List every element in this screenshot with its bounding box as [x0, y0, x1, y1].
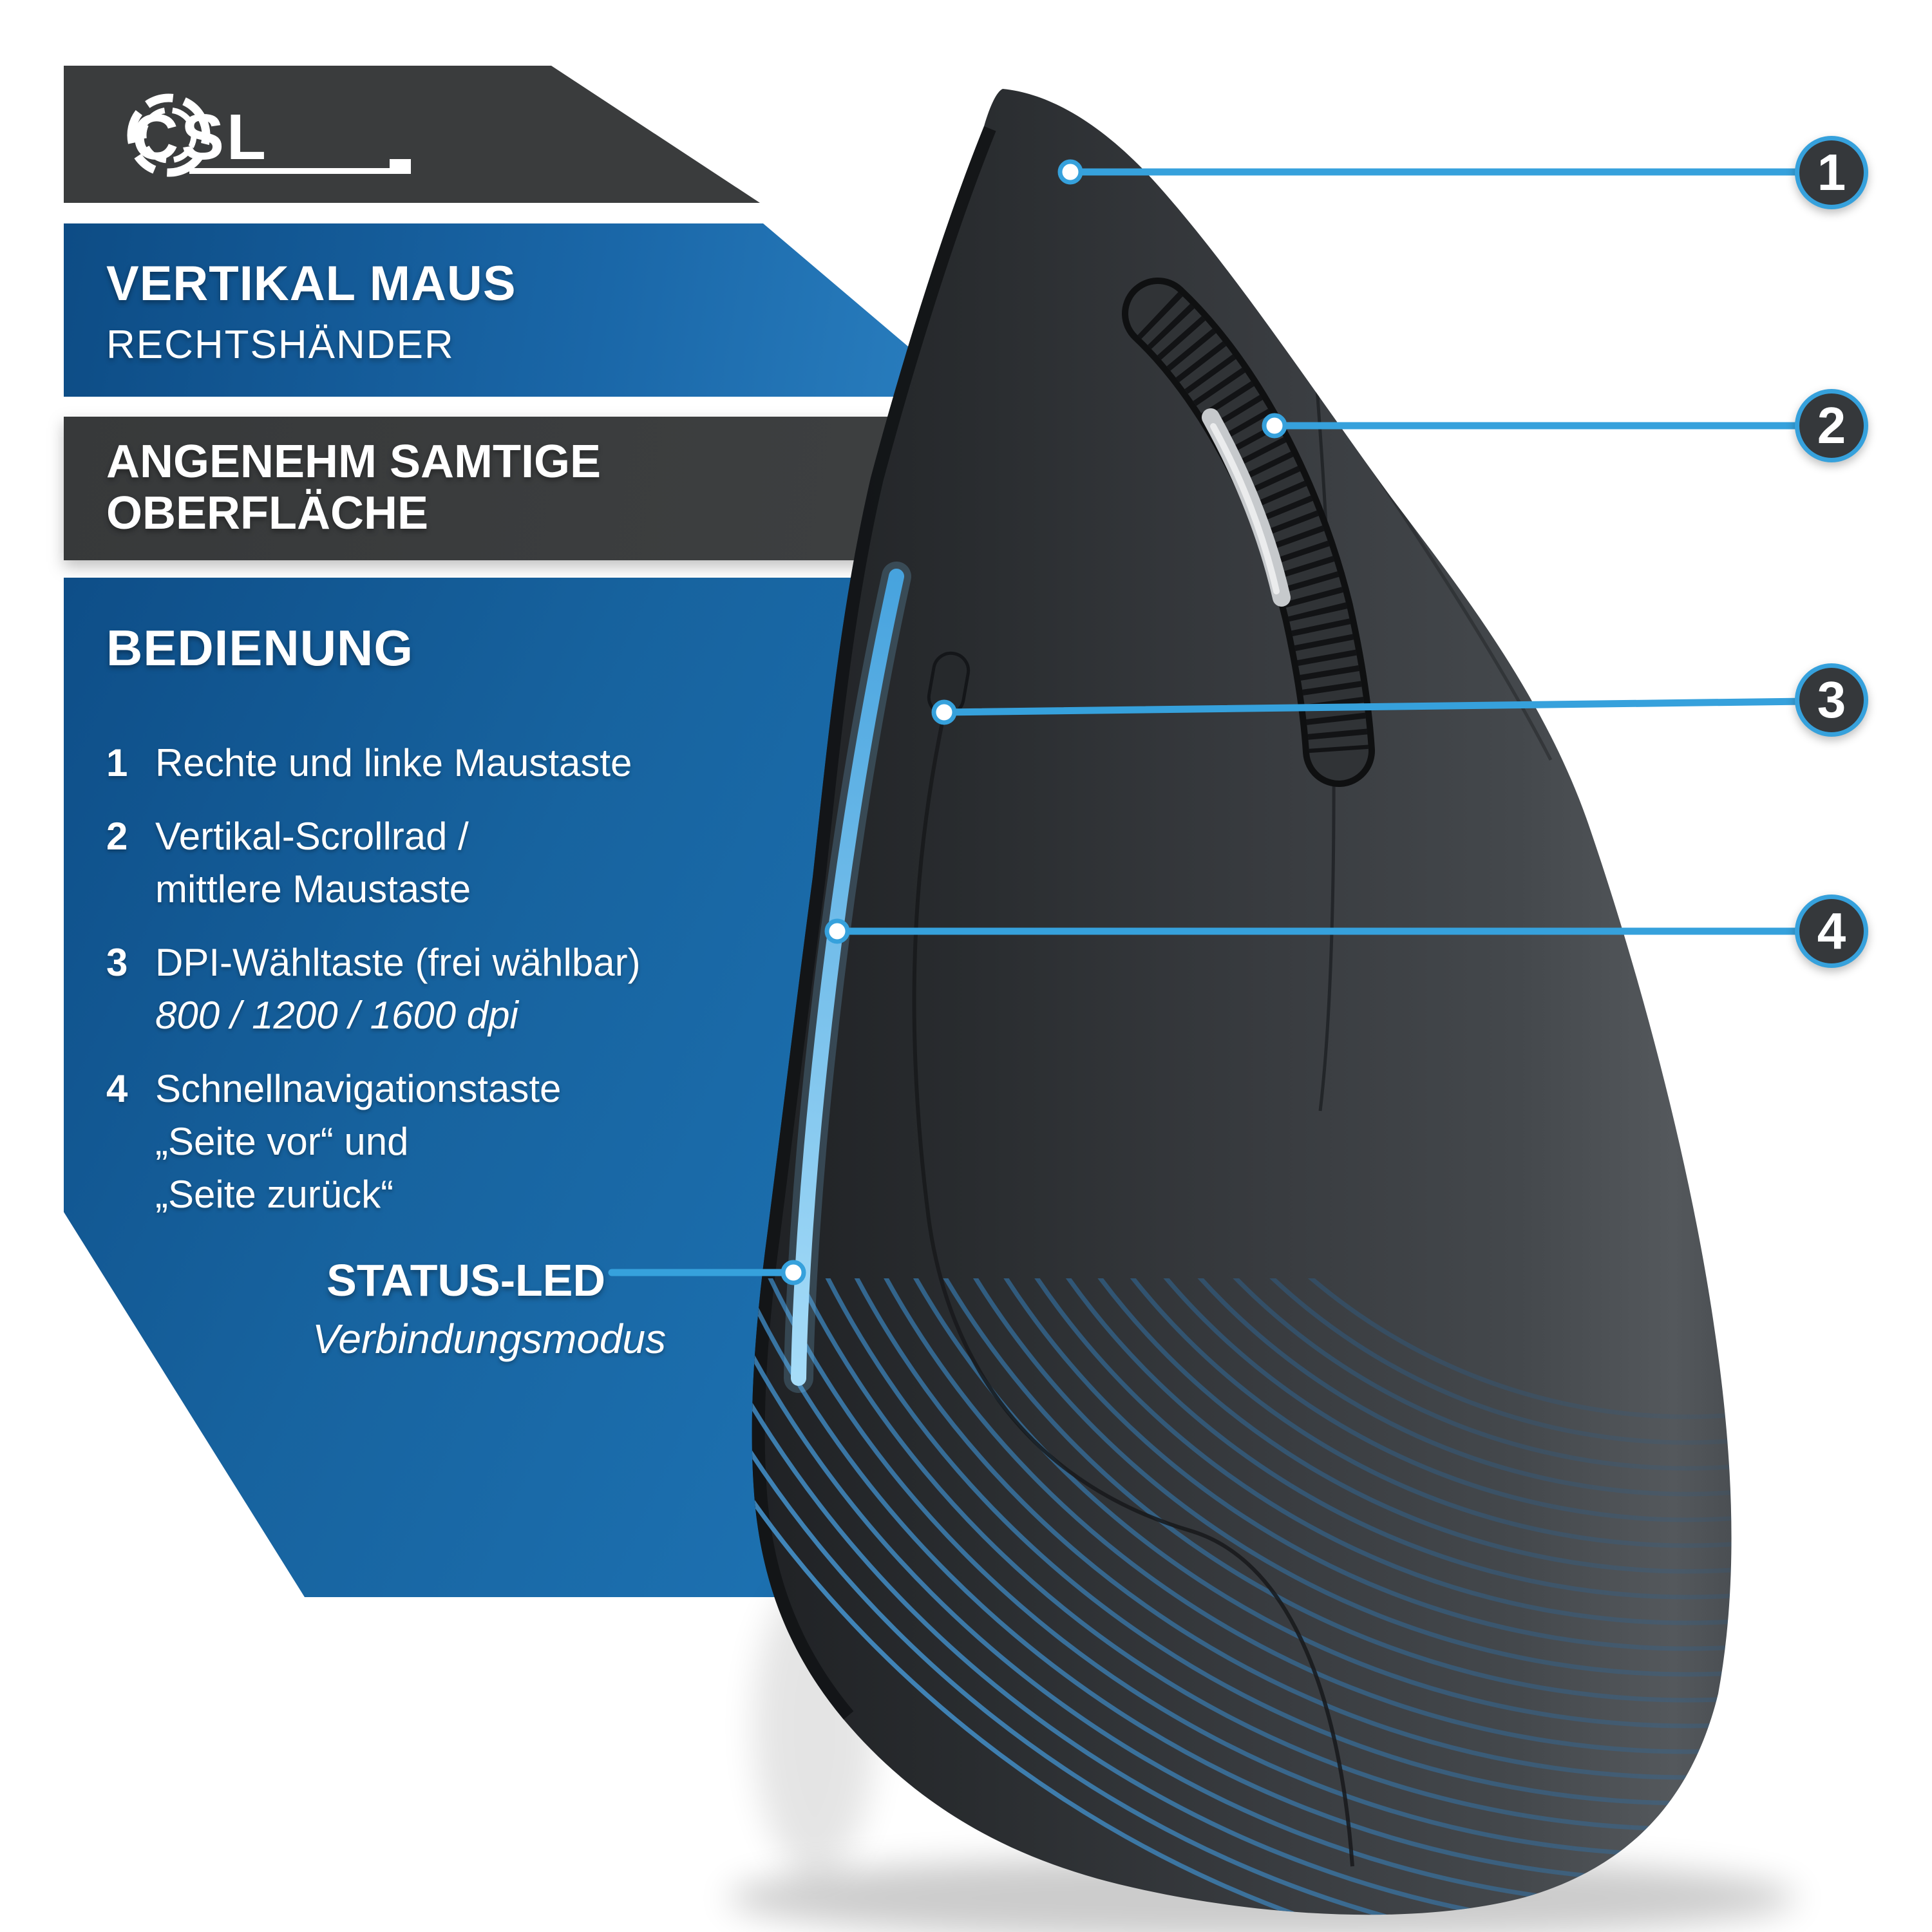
callout-badge-2: 2	[1795, 389, 1868, 462]
item-text: DPI-Wähltaste (frei wählbar)	[155, 941, 641, 984]
item-text: Vertikal-Scrollrad /	[155, 815, 469, 858]
item-text-dpi-values: 800 / 1200 / 1600 dpi	[155, 994, 518, 1037]
item-text: mittlere Maustaste	[155, 867, 471, 911]
csl-logo-icon: CSL	[127, 93, 411, 177]
item-number: 1	[106, 741, 128, 784]
status-led-dot	[781, 1260, 806, 1285]
item-number: 2	[106, 815, 128, 858]
scroll-wheel	[1122, 278, 1375, 787]
csl-logo-text: CSL	[132, 101, 269, 173]
item-text: „Seite vor“ und	[155, 1120, 409, 1163]
item-text: Schnellnavigationstaste	[155, 1067, 562, 1110]
list-item: 4 Schnellnavigationstaste „Seite vor“ un…	[106, 1063, 927, 1221]
item-number: 4	[106, 1067, 128, 1110]
callout-badge-4: 4	[1795, 895, 1868, 968]
instruction-list: 1 Rechte und linke Maustaste 2 Vertikal-…	[106, 737, 927, 1221]
item-text: „Seite zurück“	[155, 1173, 394, 1216]
item-number: 3	[106, 941, 128, 984]
status-led-strip	[791, 569, 904, 1386]
front-plate-seam	[912, 658, 1354, 1867]
anchor-dot-4	[824, 918, 850, 944]
product-subtitle: RECHTSHÄNDER	[106, 323, 455, 367]
panel-heading: BEDIENUNG	[106, 620, 414, 676]
surface-line-2: OBERFLÄCHE	[106, 488, 428, 539]
item-text: Rechte und linke Maustaste	[155, 741, 632, 784]
product-title: VERTIKAL MAUS	[106, 256, 516, 311]
mouse-body	[752, 89, 1732, 1915]
callout-badge-1: 1	[1795, 136, 1868, 209]
anchor-dot-2	[1262, 413, 1287, 439]
surface-banner: ANGENEHM SAMTIGE OBERFLÄCHE	[64, 417, 978, 560]
anchor-dot-1	[1057, 159, 1083, 185]
list-item: 1 Rechte und linke Maustaste	[106, 737, 927, 790]
list-item: 3 DPI-Wähltaste (frei wählbar) 800 / 120…	[106, 936, 927, 1042]
status-led-sublabel: Verbindungsmodus	[312, 1316, 667, 1362]
status-led-label: STATUS-LED	[327, 1255, 605, 1305]
surface-line-1: ANGENEHM SAMTIGE	[106, 436, 601, 488]
callout-line-3	[940, 697, 1807, 716]
list-item: 2 Vertikal-Scrollrad / mittlere Maustast…	[106, 810, 927, 916]
anchor-dot-3	[931, 699, 957, 725]
callout-badge-3: 3	[1795, 663, 1868, 737]
